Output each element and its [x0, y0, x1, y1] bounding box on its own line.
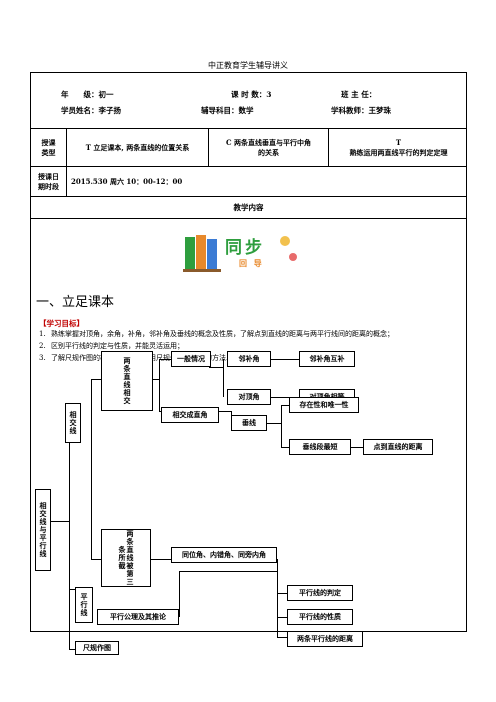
list-item-number: 3.	[39, 353, 46, 362]
connector	[281, 447, 289, 449]
connector	[277, 593, 287, 595]
student-name: 学员姓名：李子扬	[61, 106, 121, 115]
connector	[91, 379, 93, 559]
map-parallel-axiom-node: 平行公理及其推论	[97, 609, 179, 625]
map-compass-node: 尺规作图	[75, 641, 119, 655]
list-item: 2. 区别平行线的判定与性质，并能灵活运用；	[39, 341, 449, 353]
connector	[91, 379, 101, 381]
grade-label: 年 级：初一	[61, 90, 114, 99]
map-shortest-node: 垂线段最短	[289, 439, 351, 455]
sync-logo: 同步 回 导	[181, 231, 301, 275]
connector	[69, 417, 71, 649]
lesson-time-label: 授课日 期时段	[31, 167, 67, 196]
lesson-type-1: T 立足课本, 两条直线的位置关系	[67, 129, 209, 166]
list-item-text: 区别平行线的判定与性质，并能灵活运用；	[51, 341, 184, 350]
content-heading: 教学内容	[31, 197, 466, 219]
connector	[69, 589, 79, 591]
connector	[351, 447, 363, 449]
connector	[277, 559, 279, 637]
map-judge-node: 平行线的判定	[287, 585, 353, 601]
map-two-lines-node: 两条直线相交	[101, 351, 153, 411]
map-parallel-node: 平行线	[75, 587, 93, 623]
connector	[159, 359, 171, 361]
lesson-type-row: 授课 类型 T 立足课本, 两条直线的位置关系 C 两条直线垂直与平行中角 的关…	[31, 129, 466, 167]
map-perpendicular-node: 垂线	[231, 415, 267, 431]
connector	[219, 411, 231, 413]
connector	[159, 359, 161, 411]
connector	[277, 617, 287, 619]
page-header: 中正教育学生辅导讲义	[208, 61, 288, 70]
logo-main-text: 同步	[225, 238, 265, 258]
connector	[223, 359, 225, 397]
subject-label: 辅导科目：数学	[201, 106, 254, 115]
lesson-time-row: 授课日 期时段 2015.530 周六 10：00-12：00	[31, 167, 466, 197]
books-icon	[183, 235, 297, 272]
goals-label: 【学习目标】	[39, 319, 84, 328]
lessons-label: 课 时 数：3	[231, 90, 272, 99]
map-intersect-node: 相交线	[65, 403, 81, 443]
connector	[271, 397, 299, 399]
connector	[209, 367, 223, 369]
logo-sub-text: 回 导	[239, 259, 264, 268]
list-item-number: 1.	[39, 330, 46, 338]
lesson-sheet: 年 级：初一 课 时 数：3 班 主 任： 学员姓名：李子扬 辅导科目：数学 学…	[30, 72, 468, 655]
map-vertical-node: 对顶角	[227, 389, 271, 405]
map-property-node: 平行线的性质	[287, 609, 353, 625]
map-root-node: 相交线与平行线	[35, 489, 51, 571]
concept-map: 相交线与平行线 相交线 两条直线相交 一般情况 邻补角 邻补角互补 对顶角 对顶…	[31, 351, 468, 655]
map-perp-angle-node: 相交成直角	[161, 407, 219, 423]
map-adjacent-prop-node: 邻补角互补	[299, 351, 355, 367]
map-third-line-node: 两条直线被第三条所截	[101, 529, 151, 587]
connector	[151, 379, 159, 381]
connector	[179, 571, 277, 573]
map-exist-unique-node: 存在性和唯一性	[289, 397, 359, 413]
lesson-type-label: 授课 类型	[31, 129, 67, 166]
list-item: 1. 熟练掌握对顶角，余角，补角，邻补角及垂线的概念及性质，了解点到直线的距离与…	[39, 329, 449, 341]
map-parallel-dist-node: 两条平行线的距离	[287, 631, 363, 647]
list-item-text: 熟练掌握对顶角，余角，补角，邻补角及垂线的概念及性质，了解点到直线的距离与两平行…	[51, 330, 394, 338]
connector	[271, 359, 299, 361]
map-distance-node: 点到直线的距离	[363, 439, 433, 455]
lesson-time-value: 2015.530 周六 10：00-12：00	[71, 176, 183, 186]
connector	[69, 649, 79, 651]
info-row: 年 级：初一 课 时 数：3 班 主 任： 学员姓名：李子扬 辅导科目：数学 学…	[31, 73, 466, 129]
map-general-node: 一般情况	[171, 351, 211, 367]
connector	[151, 559, 171, 561]
connector	[49, 521, 69, 523]
list-item-number: 2.	[39, 341, 46, 350]
subject-teacher: 学科教师：王梦珠	[331, 106, 391, 115]
head-teacher-label: 班 主 任：	[341, 90, 377, 99]
connector	[281, 405, 283, 447]
connector	[267, 423, 281, 425]
map-adjacent-node: 邻补角	[227, 351, 271, 367]
lesson-type-2: C 两条直线垂直与平行中角 的关系	[209, 129, 329, 166]
connector	[179, 571, 181, 617]
section-title: 一、立足课本	[36, 295, 115, 310]
connector	[91, 559, 101, 561]
lesson-type-3: T 熟练运用两直线平行的判定定理	[349, 138, 448, 157]
connector	[277, 637, 287, 639]
map-angles-node: 同位角、内错角、同旁内角	[171, 547, 277, 563]
connector	[281, 405, 289, 407]
